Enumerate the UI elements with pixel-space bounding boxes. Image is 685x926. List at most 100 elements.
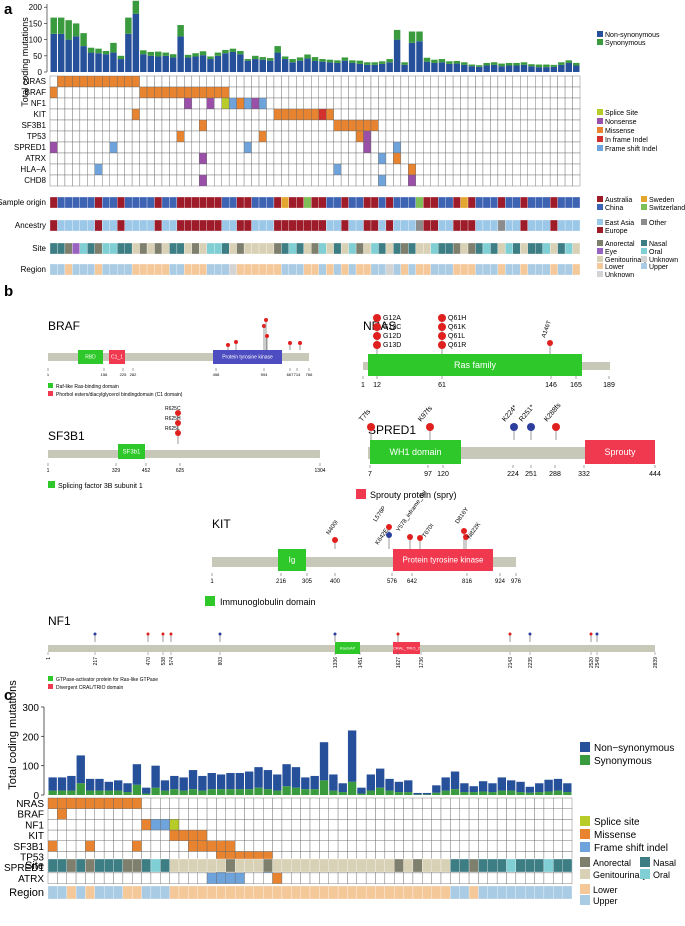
oncoprint-cell (422, 797, 432, 809)
oncoprint-cell (412, 829, 423, 841)
oncoprint-cell (520, 141, 528, 154)
oncoprint-cell (236, 108, 245, 121)
oncoprint-cell (564, 141, 573, 154)
kit-mutation-l576p (386, 524, 392, 530)
spred1-sprouty-domain-label: Sprouty (604, 447, 636, 457)
oncoprint-cell (94, 86, 103, 99)
oncoprint-cell (197, 797, 208, 809)
oncoprint-cell (131, 163, 140, 176)
braf-c1-domain-label: C1_1 (111, 355, 123, 361)
oncoprint-cell (303, 174, 312, 187)
oncoprint-cell (319, 808, 329, 820)
oncoprint-cell (206, 829, 217, 841)
bar-syn (490, 62, 498, 65)
legend-swatch (580, 816, 590, 826)
oncoprint-cell (311, 97, 319, 110)
oncoprint-cell (221, 119, 230, 132)
bar-nonsyn (252, 59, 259, 72)
oncoprint-cell (445, 119, 454, 132)
oncoprint-cell (221, 174, 230, 187)
oncoprint-cell (497, 174, 506, 187)
oncoprint-cell (139, 174, 148, 187)
oncoprint-cell (400, 130, 409, 143)
oncoprint-cell (355, 174, 364, 187)
axis-tick-label: 538 (161, 657, 167, 666)
bar-nonsyn (364, 64, 371, 72)
oncoprint-cell (139, 86, 148, 99)
track-cell (57, 196, 66, 209)
kit-mutation-n822k (463, 534, 469, 540)
oncoprint-cell (206, 808, 217, 820)
track-cell (131, 196, 140, 209)
oncoprint-cell (281, 108, 290, 121)
oncoprint-cell (467, 174, 476, 187)
oncoprint-cell (169, 840, 180, 852)
oncoprint-cell (440, 819, 451, 831)
protein-backbone (48, 353, 309, 361)
track-cell (467, 263, 476, 276)
oncoprint-cell (251, 75, 260, 88)
track-cell (199, 219, 207, 232)
bar-nonsyn (199, 55, 207, 72)
oncoprint-cell (460, 119, 469, 132)
track-cell (375, 885, 386, 900)
oncoprint-cell (85, 829, 95, 841)
legend-swatch (580, 829, 590, 839)
bar-syn (441, 790, 450, 795)
oncoprint-cell (258, 130, 267, 143)
track-cell (534, 885, 545, 900)
bar-nonsyn (490, 64, 498, 72)
oncoprint-cell (228, 141, 237, 154)
sf3b1-domain-label: SF3b1 (123, 450, 141, 456)
oncoprint-cell (150, 797, 161, 809)
track-cell (236, 263, 245, 276)
bar-nonsyn (245, 771, 254, 790)
oncoprint-cell (169, 797, 180, 809)
track-cell (393, 242, 401, 255)
kit-mut-label: T670I (422, 523, 436, 539)
track-cell (505, 263, 513, 276)
track-cell (423, 219, 431, 232)
oncoprint-cell (437, 141, 446, 154)
oncoprint-cell (468, 819, 479, 831)
track-cell (431, 885, 442, 900)
bar-syn (378, 61, 386, 64)
bar-nonsyn (310, 775, 319, 790)
oncoprint-cell (191, 152, 200, 165)
bar-syn (301, 789, 310, 795)
oncoprint-cell (236, 75, 245, 88)
oncoprint-cell (365, 797, 376, 809)
oncoprint-cell (478, 840, 488, 852)
bar-syn (245, 789, 254, 795)
track-cell (57, 885, 67, 900)
bar-syn (326, 59, 334, 63)
bar-syn (461, 62, 468, 65)
oncoprint-cell (365, 819, 376, 831)
oncoprint-cell (87, 130, 95, 143)
oncoprint-cell (243, 152, 252, 165)
oncoprint-cell (325, 108, 334, 121)
track-cell (506, 858, 517, 873)
oncoprint-cell (161, 119, 170, 132)
oncoprint-cell (161, 130, 170, 143)
oncoprint-cell (437, 130, 446, 143)
oncoprint-cell (430, 75, 439, 88)
oncoprint-cell (515, 819, 526, 831)
track-cell (520, 263, 528, 276)
track-cell (468, 858, 479, 873)
track-cell (490, 219, 499, 232)
oncoprint-cell (161, 97, 170, 110)
legend-label: Upper (649, 264, 669, 271)
oncoprint-cell (564, 119, 573, 132)
bar-syn (319, 780, 329, 795)
bar-nonsyn (95, 778, 104, 791)
bar-nonsyn (274, 52, 281, 72)
oncoprint-cell (543, 829, 554, 841)
spred1-mut-label: K288fs (543, 402, 563, 424)
oncoprint-cell (430, 86, 439, 99)
oncoprint-cell (385, 119, 394, 132)
bar-nonsyn (422, 792, 432, 795)
oncoprint-cell (422, 829, 432, 841)
oncoprint-cell (318, 86, 327, 99)
track-cell (450, 858, 460, 873)
